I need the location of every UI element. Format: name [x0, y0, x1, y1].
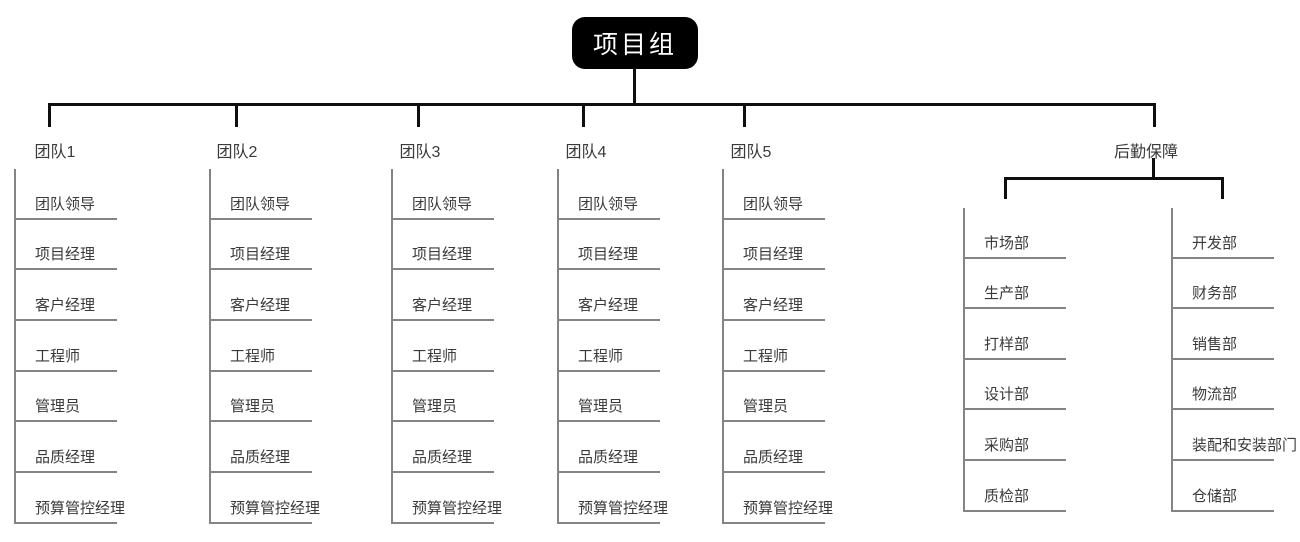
- connector-drop-dept-left: [1004, 177, 1007, 199]
- member-item: 项目经理: [393, 220, 494, 271]
- dept-item: 销售部: [1173, 309, 1274, 360]
- team1-column: 团队领导 项目经理 客户经理 工程师 管理员 品质经理 预算管控经理: [14, 169, 125, 524]
- member-item: 客户经理: [559, 270, 660, 322]
- member-item: 工程师: [16, 321, 117, 372]
- dept-item: 物流部: [1173, 360, 1274, 411]
- dept-item: 设计部: [965, 360, 1066, 411]
- dept-item: 质检部: [965, 461, 1066, 512]
- team3-label: 团队3: [399, 144, 441, 161]
- member-item: 预算管控经理: [211, 473, 320, 524]
- logistics-label: 后勤保障: [1113, 144, 1179, 161]
- connector-drop-logistics: [1153, 103, 1156, 127]
- connector-main-rail: [48, 103, 1156, 106]
- member-item: 品质经理: [16, 422, 117, 474]
- member-item: 品质经理: [559, 422, 660, 474]
- member-item: 工程师: [211, 321, 312, 372]
- connector-drop-team4: [582, 103, 585, 127]
- dept-item: 采购部: [965, 410, 1066, 461]
- team2-column: 团队领导 项目经理 客户经理 工程师 管理员 品质经理 预算管控经理: [209, 169, 320, 524]
- member-item: 客户经理: [211, 270, 312, 322]
- member-item: 项目经理: [559, 220, 660, 271]
- team4-label: 团队4: [565, 144, 607, 161]
- member-item: 品质经理: [211, 422, 312, 474]
- dept-item: 财务部: [1173, 259, 1274, 310]
- connector-drop-team3: [417, 103, 420, 127]
- dept-item: 市场部: [965, 208, 1066, 259]
- member-item: 客户经理: [724, 270, 825, 322]
- member-item: 团队领导: [211, 169, 312, 220]
- connector-logistics-stem: [1152, 158, 1155, 178]
- member-item: 项目经理: [16, 220, 117, 271]
- member-item: 团队领导: [559, 169, 660, 220]
- member-item: 项目经理: [724, 220, 825, 271]
- member-item: 工程师: [559, 321, 660, 372]
- team3-column: 团队领导 项目经理 客户经理 工程师 管理员 品质经理 预算管控经理: [391, 169, 502, 524]
- member-item: 管理员: [16, 372, 117, 423]
- connector-drop-team1: [48, 103, 51, 127]
- team5-column: 团队领导 项目经理 客户经理 工程师 管理员 品质经理 预算管控经理: [722, 169, 833, 524]
- team2-label: 团队2: [216, 144, 258, 161]
- connector-logistics-rail: [1004, 177, 1224, 180]
- logistics-right-column: 开发部 财务部 销售部 物流部 装配和安装部门 仓储部: [1171, 208, 1297, 512]
- member-item: 管理员: [211, 372, 312, 423]
- member-item: 预算管控经理: [559, 473, 668, 524]
- member-item: 预算管控经理: [724, 473, 833, 524]
- member-item: 客户经理: [393, 270, 494, 322]
- connector-root-stem: [633, 68, 636, 104]
- connector-drop-team5: [743, 103, 746, 127]
- member-item: 品质经理: [724, 422, 825, 474]
- team4-column: 团队领导 项目经理 客户经理 工程师 管理员 品质经理 预算管控经理: [557, 169, 668, 524]
- member-item: 品质经理: [393, 422, 494, 474]
- team5-label: 团队5: [730, 144, 772, 161]
- member-item: 预算管控经理: [393, 473, 502, 524]
- member-item: 项目经理: [211, 220, 312, 271]
- member-item: 客户经理: [16, 270, 117, 322]
- member-item: 工程师: [393, 321, 494, 372]
- member-item: 工程师: [724, 321, 825, 372]
- connector-drop-team2: [235, 103, 238, 127]
- dept-item: 生产部: [965, 259, 1066, 310]
- member-item: 管理员: [724, 372, 825, 423]
- member-item: 管理员: [393, 372, 494, 423]
- member-item: 团队领导: [393, 169, 494, 220]
- team1-label: 团队1: [34, 144, 76, 161]
- root-node: 项目组: [572, 17, 698, 69]
- dept-item: 装配和安装部门: [1173, 410, 1297, 461]
- logistics-left-column: 市场部 生产部 打样部 设计部 采购部 质检部: [963, 208, 1066, 512]
- dept-item: 仓储部: [1173, 461, 1274, 512]
- dept-item: 打样部: [965, 309, 1066, 360]
- member-item: 团队领导: [724, 169, 825, 220]
- dept-item: 开发部: [1173, 208, 1274, 259]
- member-item: 管理员: [559, 372, 660, 423]
- member-item: 团队领导: [16, 169, 117, 220]
- connector-drop-dept-right: [1221, 177, 1224, 199]
- member-item: 预算管控经理: [16, 473, 125, 524]
